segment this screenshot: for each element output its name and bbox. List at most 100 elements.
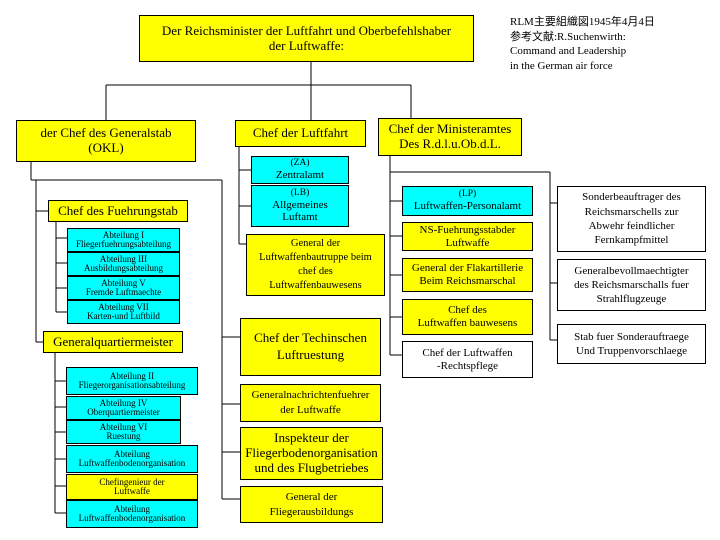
allgemeines-luftamt-box: (LB) Allgemeines Luftamt xyxy=(251,185,349,227)
luftwaffen-personalamt-box: (LP) Luftwaffen-Personalamt xyxy=(402,186,533,216)
box-text: der Luftwaffe: xyxy=(268,37,345,53)
box-text: General der Flakartillerie xyxy=(411,262,524,275)
chefingenieur-box: Chefingenieur der Luftwaffe xyxy=(66,474,198,500)
box-text: Abteilung VII xyxy=(98,301,149,312)
box-text: und des Flugbetriebes xyxy=(254,459,369,475)
box-text: Zentralamt xyxy=(275,169,325,182)
box-text: Des R.d.l.u.Ob.d.L. xyxy=(399,136,501,151)
generalquartiermeister-box: Generalquartiermeister xyxy=(43,331,183,353)
box-text: des Reichsmarschalls fuer xyxy=(574,278,689,291)
box-text: Abteilung VI xyxy=(99,421,148,432)
luftwaffen-bauwesens-box: Chef des Luftwaffen bauwesens xyxy=(402,299,533,335)
note-line: RLM主要組織図1945年4月4日 xyxy=(510,16,655,28)
technische-luftruestung-box: Chef der Techinschen Luftruestung xyxy=(240,318,381,376)
box-text: Und Truppenvorschlaege xyxy=(576,345,687,357)
generalnachrichtenfuehrer-box: Generalnachrichtenfuehrer der Luftwaffe xyxy=(240,384,381,422)
box-text: Luftwaffenbodenorganisation xyxy=(78,513,186,523)
box-text: Luftruestung xyxy=(276,347,345,362)
box-text: Luftwaffen bauwesens xyxy=(417,317,518,329)
box-text: Chef der Ministeramtes xyxy=(388,121,512,137)
box-text: Fernkampfmittel xyxy=(594,234,669,247)
box-text: Generalnachrichtenfuehrer xyxy=(251,389,370,402)
box-text: der Luftwaffe xyxy=(280,404,341,416)
box-text: Generalbevollmaechtigter xyxy=(574,264,689,277)
box-text: Luftwaffenbodenorganisation xyxy=(78,458,186,468)
reichsminister-box: Der Reichsminister der Luftfahrt und Obe… xyxy=(139,15,474,62)
box-text: Der Reichsminister der Luftfahrt und Obe… xyxy=(161,22,452,38)
generalbevollmaechtigter-box: Generalbevollmaechtigter des Reichsmarsc… xyxy=(557,259,706,311)
box-text: (OKL) xyxy=(88,140,124,155)
source-note: RLM主要組織図1945年4月4日 参考文献:R.Suchenwirth: Co… xyxy=(510,15,655,73)
abteilung-vi-box: Abteilung VI Ruestung xyxy=(66,420,181,444)
note-line: Command and Leadership xyxy=(510,45,627,57)
box-text: Luftwaffenbauwesens xyxy=(269,280,362,292)
box-text: Abteilung II xyxy=(109,370,155,381)
box-text: Allgemeines xyxy=(272,198,328,211)
box-text: Abteilung III xyxy=(99,253,148,264)
box-text: Stab fuer Sonderauftraege xyxy=(574,330,689,343)
stab-sonderauftraege-box: Stab fuer Sonderauftraege Und Truppenvor… xyxy=(557,324,706,364)
box-text: Ruestung xyxy=(106,431,141,441)
box-text: General der xyxy=(290,237,341,249)
box-text: Karten-und Luftbild xyxy=(87,311,160,321)
fliegerausbildung-box: General der Fliegerausbildungs xyxy=(240,486,383,523)
box-text: Luftwaffenbautruppe beim xyxy=(259,251,372,263)
box-text: Chef des xyxy=(448,304,487,317)
box-text: Abwehr feindlicher xyxy=(588,220,675,232)
ns-fuehrungsstab-box: NS-Fuehrungsstabder Luftwaffe xyxy=(402,222,533,251)
abteilung-bodenorganisation-2-box: Abteilung Luftwaffenbodenorganisation xyxy=(66,500,198,528)
box-text: Luftwaffe xyxy=(114,486,150,496)
box-text: Abteilung I xyxy=(102,229,145,240)
box-text: Reichsmarschells zur xyxy=(584,205,679,218)
ministeramt-box: Chef der Ministeramtes Des R.d.l.u.Ob.d.… xyxy=(378,118,522,156)
box-text: Chef der Luftfahrt xyxy=(252,125,349,141)
abteilung-v-box: Abteilung V Fremde Luftmaechte xyxy=(67,276,180,300)
box-text: Strahlflugzeuge xyxy=(596,293,667,306)
note-line: 参考文献:R.Suchenwirth: xyxy=(510,30,626,43)
zentralamt-box: (ZA) Zentralamt xyxy=(251,156,349,184)
box-text: Fliegerausbildungs xyxy=(269,505,354,518)
box-text: der Chef des Generalstab xyxy=(40,125,172,141)
fuehrungsstab-box: Chef des Fuehrungstab xyxy=(48,200,188,222)
box-text: Abteilung V xyxy=(101,277,146,288)
box-text: Chef des Fuehrungstab xyxy=(58,202,178,218)
abteilung-iv-box: Abteilung IV Oberquartiermeister xyxy=(66,396,181,420)
box-text: (ZA) xyxy=(290,158,310,169)
box-text: General der xyxy=(285,490,338,503)
box-text: Generalquartiermeister xyxy=(53,333,173,349)
box-text: Abteilung xyxy=(114,503,150,514)
abteilung-bodenorganisation-box: Abteilung Luftwaffenbodenorganisation xyxy=(66,445,198,473)
box-text: Chef der Luftwaffen xyxy=(422,346,513,359)
box-text: Chef der Techinschen xyxy=(254,330,367,346)
okl-box: der Chef des Generalstab (OKL) xyxy=(16,120,196,162)
box-text: Fliegerfuehrungsabteilung xyxy=(76,239,171,249)
box-text: NS-Fuehrungsstabder xyxy=(419,223,516,236)
abteilung-ii-box: Abteilung II Fliegerorganisationsabteilu… xyxy=(66,367,198,395)
box-text: (LB) xyxy=(290,187,310,198)
inspekteur-box: Inspekteur der Fliegerbodenorganisation … xyxy=(240,427,383,480)
box-text: Abteilung IV xyxy=(99,397,148,408)
abteilung-iii-box: Abteilung III Ausbildungsabteilung xyxy=(67,252,180,276)
box-text: Oberquartiermeister xyxy=(87,407,160,417)
abteilung-vii-box: Abteilung VII Karten-und Luftbild xyxy=(67,300,180,324)
box-text: Fliegerbodenorganisation xyxy=(245,445,378,461)
box-text: Inspekteur der xyxy=(274,430,349,446)
box-text: Luftamt xyxy=(282,211,318,224)
box-text: Beim Reichsmarschal xyxy=(419,275,516,287)
box-text: Fremde Luftmaechte xyxy=(85,287,162,297)
box-text: Fliegerorganisationsabteilung xyxy=(78,380,186,390)
flakartillerie-box: General der Flakartillerie Beim Reichsma… xyxy=(402,258,533,292)
luftfahrt-box: Chef der Luftfahrt xyxy=(235,120,366,147)
sonderbeauftrager-box: Sonderbeauftrager des Reichsmarschells z… xyxy=(557,186,706,252)
box-text: Luftwaffen-Personalamt xyxy=(413,200,522,213)
box-text: chef des xyxy=(298,266,333,277)
box-text: Luftwaffe xyxy=(445,236,490,249)
box-text: Chefingenieur der xyxy=(99,476,165,487)
note-line: in the German air force xyxy=(510,59,613,72)
box-text: Sonderbeauftrager des xyxy=(582,191,681,204)
rechtspflege-box: Chef der Luftwaffen -Rechtspflege xyxy=(402,341,533,378)
box-text: Ausbildungsabteilung xyxy=(84,263,163,273)
box-text: -Rechtspflege xyxy=(436,359,499,372)
abteilung-i-box: Abteilung I Fliegerfuehrungsabteilung xyxy=(67,228,180,252)
